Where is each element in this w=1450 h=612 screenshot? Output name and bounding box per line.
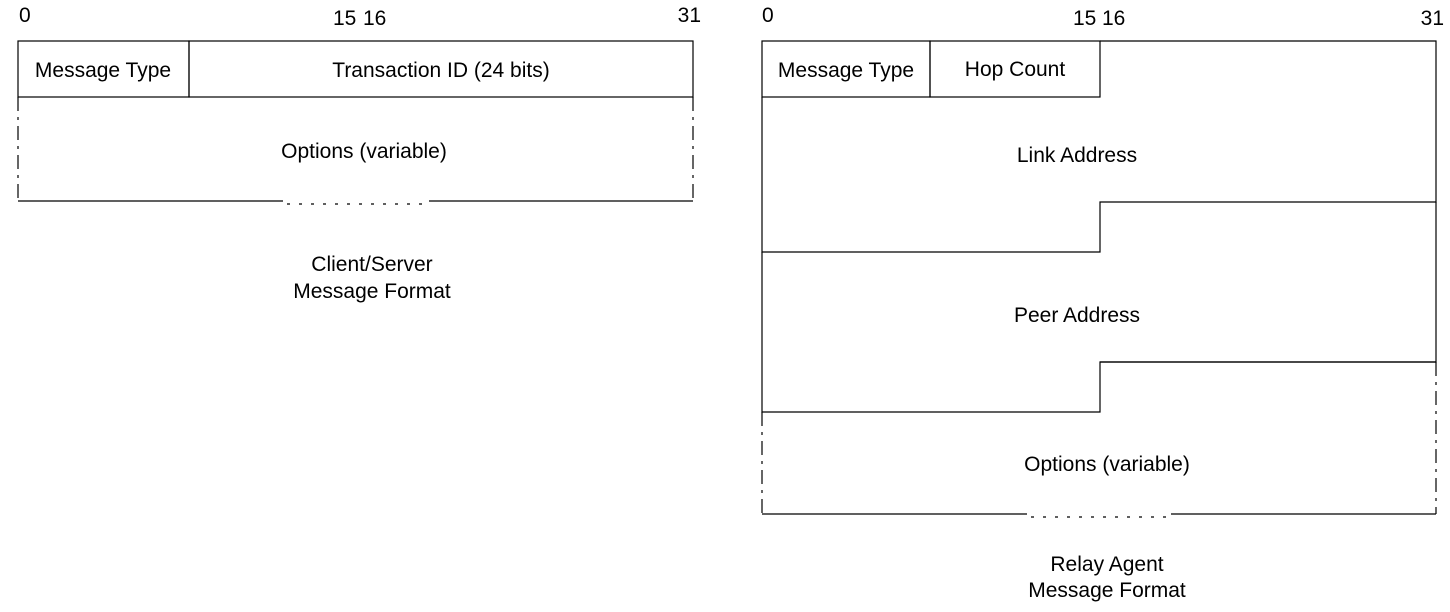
ra-options-field [761, 361, 1437, 518]
ra-peer-address-field [761, 202, 1437, 413]
cs-bit-label-15: 15 [333, 7, 356, 30]
ra-bit-label-31: 31 [1421, 7, 1444, 30]
cs-options-field [17, 97, 694, 205]
cs-caption-line-2: Message Format [293, 280, 451, 303]
cs-message-type-label: Message Type [35, 59, 171, 82]
cs-bit-label-0: 0 [19, 4, 31, 27]
ra-peer-address-label: Peer Address [1014, 304, 1140, 327]
cs-caption-line-1: Client/Server [311, 253, 432, 276]
relay-agent-format: 0 15 16 31 Message Type Hop Count Link A… [761, 4, 1444, 602]
ra-caption-line-2: Message Format [1028, 579, 1186, 602]
ra-hop-count-label: Hop Count [965, 58, 1066, 81]
cs-bit-label-31: 31 [678, 4, 701, 27]
ra-options-label: Options (variable) [1024, 453, 1190, 476]
ra-message-type-label: Message Type [778, 59, 914, 82]
ra-bit-label-0: 0 [762, 4, 774, 27]
cs-transaction-id-field [188, 40, 694, 98]
ra-bit-label-15: 15 [1073, 7, 1096, 30]
ra-caption-line-1: Relay Agent [1050, 553, 1163, 576]
ra-link-address-label: Link Address [1017, 144, 1137, 167]
cs-bit-label-16: 16 [363, 7, 386, 30]
client-server-format: 0 15 16 31 Message Type Transaction ID (… [17, 4, 701, 303]
ra-bit-label-16: 16 [1102, 7, 1125, 30]
cs-options-label: Options (variable) [281, 140, 447, 163]
ra-hop-count-field [929, 40, 1101, 98]
cs-transaction-id-label: Transaction ID (24 bits) [332, 59, 549, 82]
